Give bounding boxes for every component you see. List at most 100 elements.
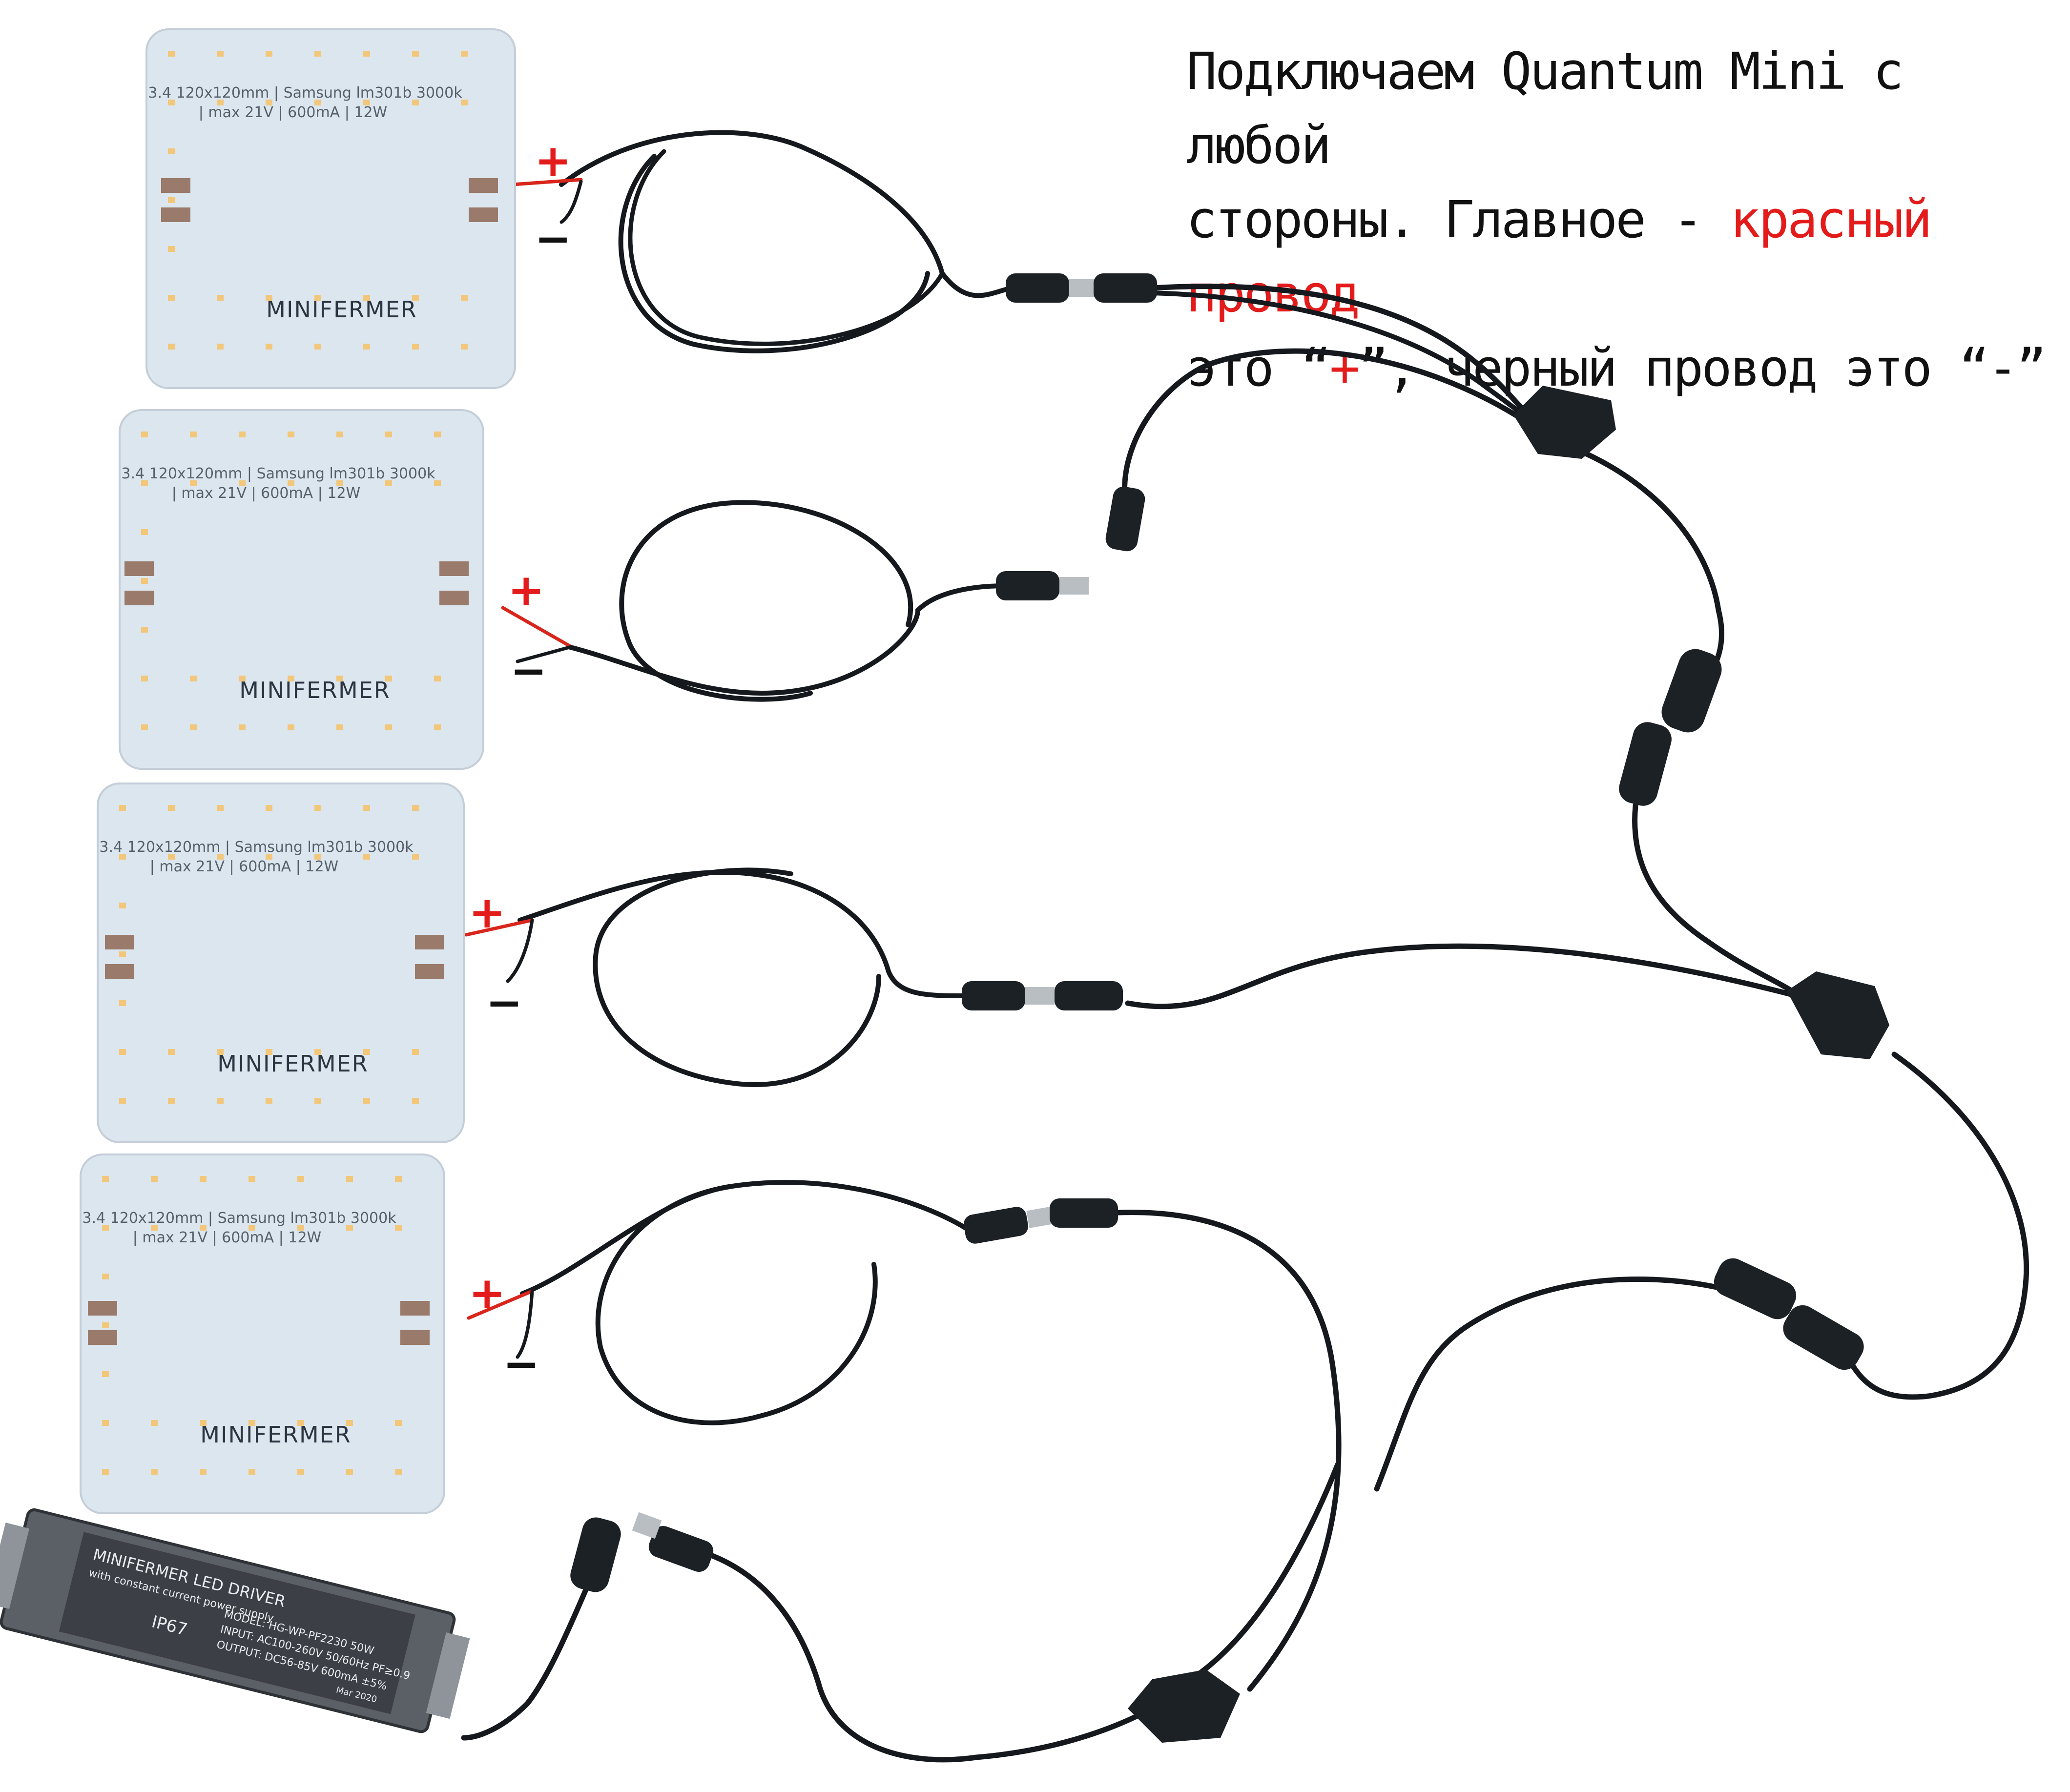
- led-driver: MINIFERMER LED DRIVER with constant curr…: [0, 1508, 470, 1733]
- board-2-loop-wire: [619, 500, 913, 702]
- board-3-solder-pad: [105, 935, 134, 949]
- board-2-solder-pad: [439, 591, 469, 605]
- board-3-solder-pad: [105, 964, 134, 979]
- board-3-loop-wire: [593, 867, 881, 1087]
- board-2-plus-label: +: [508, 565, 544, 616]
- board-3-red-lead: [464, 918, 534, 937]
- board-3-spec-line-2: | max 21V | 600mA | 12W: [150, 858, 338, 875]
- driver-plug-wire: [700, 1549, 1145, 1763]
- board-3-solder-pad: [415, 935, 444, 949]
- driver-label-panel: [59, 1532, 415, 1714]
- board-4-plus-label: +: [469, 1268, 505, 1319]
- board-3-trunk-wire: [1125, 943, 1800, 1009]
- board-4-trunk-wire: [1374, 1276, 1726, 1492]
- inline-connector-2b: [1783, 1305, 1864, 1370]
- board-1-dc-plug: [1006, 273, 1098, 303]
- board-1-dc-socket: [1094, 273, 1157, 303]
- board-4-spec-line-1: 3.4 120x120mm | Samsung lm301b 3000k: [82, 1210, 396, 1227]
- board-4-solder-pad: [88, 1301, 117, 1316]
- board-3-dc-plug: [962, 981, 1055, 1010]
- led-board-2: 3.4 120x120mm | Samsung lm301b 3000k | m…: [119, 409, 484, 770]
- caption-line-3-rest: ”, черный провод это “-”: [1358, 338, 2047, 398]
- board-3-black-lead: [506, 918, 534, 983]
- board-3-center: [132, 891, 425, 1023]
- board-4-red-lead: [467, 1289, 534, 1320]
- board-2-logo: MINIFERMER: [239, 677, 390, 703]
- board-4-center: [115, 1262, 408, 1394]
- trunk-wire-4: [1847, 1051, 2029, 1400]
- board-2-dc-plug: [996, 571, 1089, 600]
- caption-red-wire: красный провод: [1186, 190, 1932, 324]
- board-4-solder-pad: [88, 1330, 117, 1345]
- driver-mount-right: [426, 1632, 470, 1719]
- instruction-caption: Подключаем Quantum Mini с любой стороны.…: [1186, 34, 2060, 405]
- wiring: [461, 130, 2029, 1763]
- led-board-1: 3.4 120x120mm | Samsung lm301b 3000k | m…: [145, 28, 516, 389]
- board-4-lead-wire: [520, 1180, 979, 1296]
- board-4-dc-socket: [1050, 1198, 1118, 1228]
- board-4-minus-label: −: [503, 1339, 539, 1390]
- led-board-3: 3.4 120x120mm | Samsung lm301b 3000k | m…: [97, 783, 465, 1143]
- board-1-red-lead: [511, 178, 583, 186]
- board-4-loop-wire: [595, 1184, 878, 1425]
- board-2-spec-line-2: | max 21V | 600mA | 12W: [172, 485, 360, 502]
- board-3-logo: MINIFERMER: [217, 1050, 368, 1077]
- board-1-solder-pad: [469, 207, 498, 222]
- board-4-spec-line-2: | max 21V | 600mA | 12W: [133, 1229, 321, 1246]
- caption-line-1: Подключаем Quantum Mini с любой: [1186, 41, 1904, 175]
- board-1-black-lead: [559, 180, 583, 224]
- board-3-dc-socket: [1055, 981, 1123, 1010]
- caption-plus: +: [1329, 338, 1360, 398]
- inline-connector-2a: [1714, 1258, 1797, 1319]
- caption-line-2: стороны. Главное - красный провод: [1186, 183, 2060, 331]
- board-4-solder-pad: [400, 1301, 430, 1316]
- trunk-wire-3: [1632, 803, 1795, 994]
- red-leads: [464, 178, 583, 1359]
- driver-dc-plug: [632, 1512, 714, 1572]
- trunk-wire-1: [1149, 284, 1531, 418]
- board-2-solder-pad: [124, 561, 154, 576]
- caption-line-3: это “+”, черный провод это “-”: [1186, 331, 2060, 405]
- board-1-spec-line-1: 3.4 120x120mm | Samsung lm301b 3000k: [148, 84, 462, 102]
- board-2-dc-socket: [1105, 486, 1145, 552]
- board-1-center: [181, 137, 474, 268]
- board-2-red-lead: [501, 606, 573, 649]
- board-1-spec-line-2: | max 21V | 600mA | 12W: [199, 104, 387, 121]
- inline-connector-1a: [1661, 649, 1722, 733]
- driver-dc-socket: [570, 1517, 621, 1592]
- trunk-wire-1b: [1150, 290, 1531, 422]
- board-1-solder-pad: [161, 207, 190, 222]
- board-1-logo: MINIFERMER: [266, 296, 417, 323]
- board-2-minus-label: −: [510, 645, 547, 697]
- connectors: [570, 273, 1889, 1743]
- board-1-lead-wire: [559, 130, 1018, 298]
- y-splitter-3: [1128, 1669, 1240, 1743]
- splitter-3-branch: [1188, 1462, 1341, 1682]
- inline-connector-1b: [1619, 722, 1672, 806]
- y-splitter-2: [1787, 971, 1889, 1059]
- board-1-minus-label: −: [535, 213, 571, 265]
- board-1-plus-label: +: [535, 135, 571, 186]
- board-2-branch-wire: [1122, 348, 1526, 506]
- y-splitter-1: [1513, 386, 1616, 459]
- board-2-center: [154, 517, 447, 649]
- driver-output-wire: [461, 1581, 591, 1741]
- board-4-solder-pad: [400, 1330, 430, 1345]
- board-2-solder-pad: [124, 591, 154, 605]
- board-2-spec-line-1: 3.4 120x120mm | Samsung lm301b 3000k: [121, 465, 435, 482]
- driver-mount-left: [0, 1523, 30, 1609]
- caption-line-2-text: стороны. Главное -: [1186, 190, 1730, 249]
- board-1-solder-pad: [161, 178, 190, 193]
- board-4-dc-plug: [963, 1206, 1058, 1244]
- board-3-lead-wire: [518, 870, 969, 998]
- board-2-lead-wire: [566, 583, 1008, 696]
- board-1-solder-pad: [469, 178, 498, 193]
- board-3-minus-label: −: [486, 977, 522, 1029]
- caption-line-3-text: это “: [1186, 338, 1331, 398]
- board-2-black-lead: [516, 645, 573, 663]
- board-3-solder-pad: [415, 964, 444, 979]
- board-3-plus-label: +: [469, 887, 505, 938]
- board-3-spec-line-1: 3.4 120x120mm | Samsung lm301b 3000k: [99, 839, 414, 856]
- board-1-loop-wire-2: [628, 149, 945, 346]
